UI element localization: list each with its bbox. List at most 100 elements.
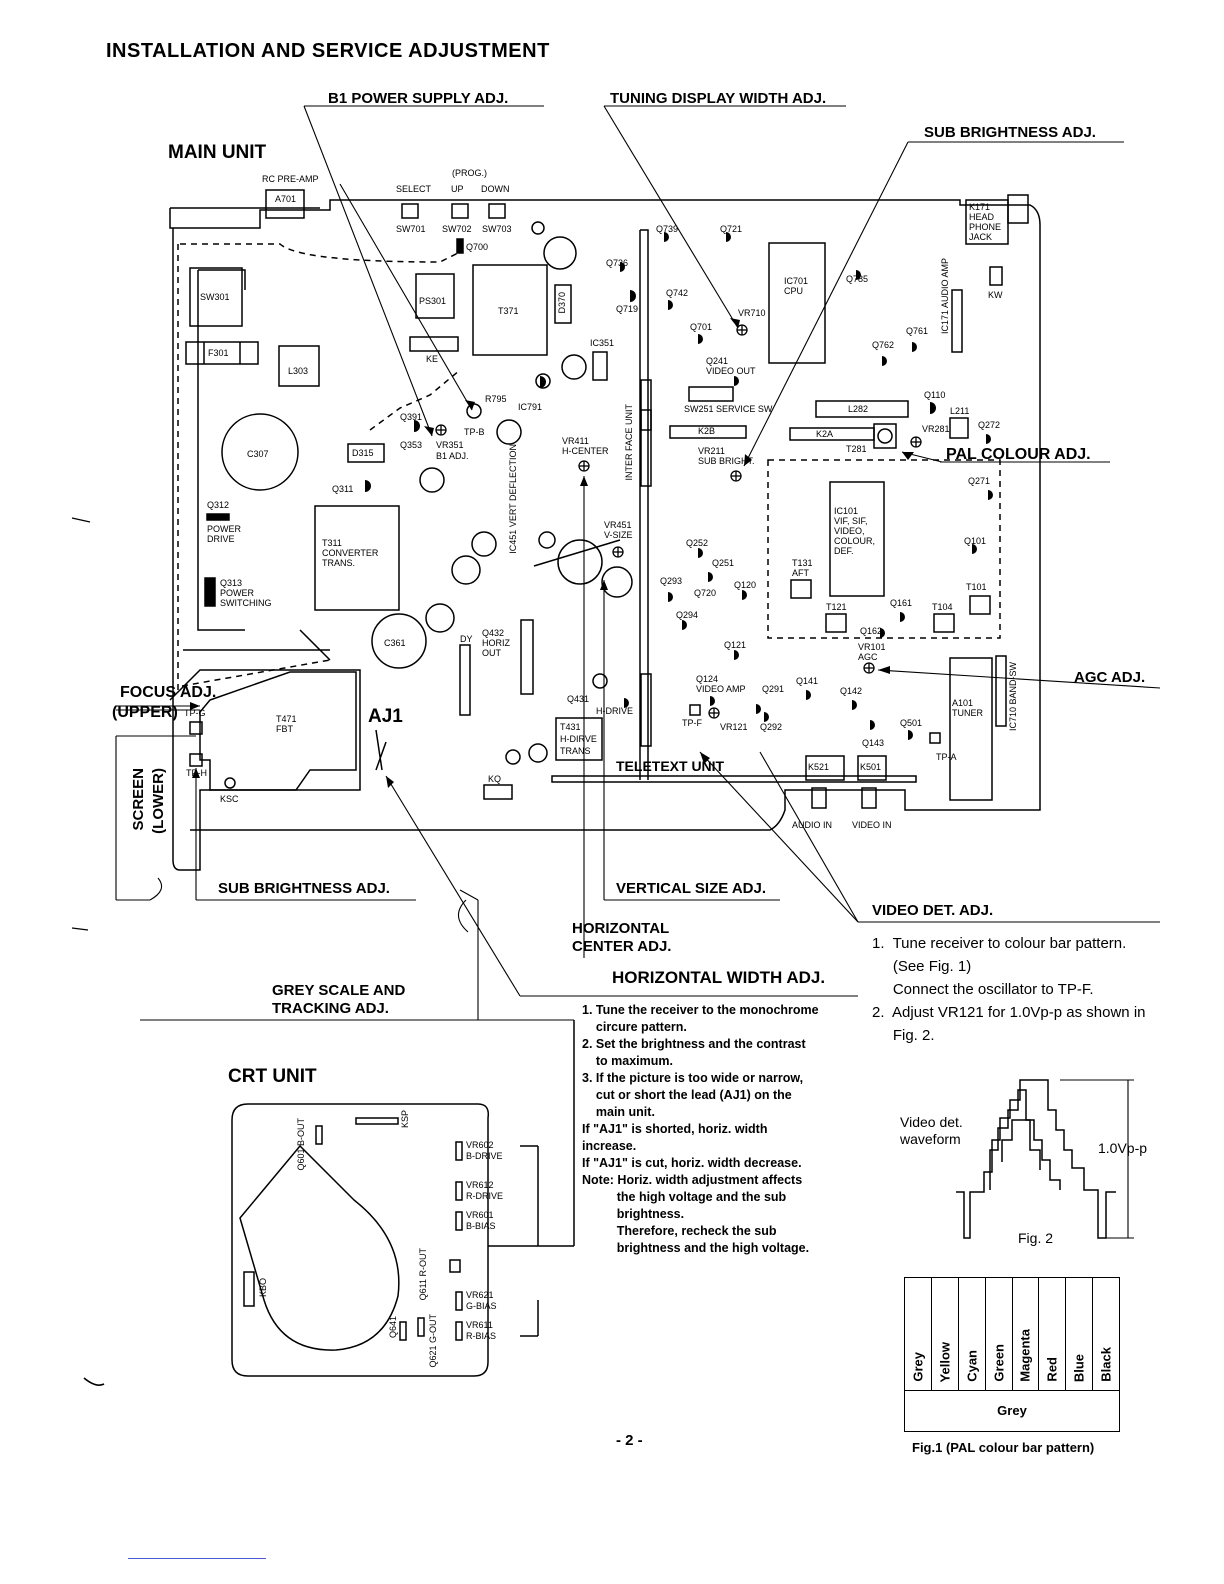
c361-capacitor [371,613,427,669]
q601-label: Q601 B-OUT [296,1118,306,1171]
hw-step: the high voltage and the sub [582,1190,787,1204]
c307-capacitor [221,413,299,491]
footer-link-underline [128,1558,266,1559]
q611-label: Q611 R-OUT [418,1248,428,1301]
d315-label: D315 [352,448,374,458]
vr101-label: VR101 [858,642,886,652]
l303-label: L303 [288,366,309,376]
q762-label: Q762 [872,340,895,350]
q311-label: Q311 [332,484,354,494]
b1-power-adj-label: B1 POWER SUPPLY ADJ. [328,90,509,107]
vr601-label: VR601 [466,1210,494,1220]
k171-label-3: PHONE [969,222,1002,232]
converter-label-2: TRANS. [322,558,356,568]
hw-step: 1. Tune the receiver to the monochrome [582,1003,819,1017]
a701-preamp [265,189,305,219]
aj1-lead [375,729,387,771]
ic101-label-5: DEF. [834,546,854,556]
k521-label: K521 [808,762,830,772]
video-out-label: VIDEO OUT [706,366,756,376]
vd-step: Fig. 2. [872,1027,935,1044]
ic710-label: IC710 BAND-SW [1008,662,1018,732]
q700-label: Q700 [466,242,489,252]
colour-bar-green: Green [986,1278,1013,1390]
upper-label: (UPPER) [112,704,178,721]
f301-label: F301 [208,348,229,358]
vd-step: (See Fig. 1) [872,958,972,975]
crt-unit-title: CRT UNIT [228,1066,317,1087]
ps301 [415,273,455,319]
vertical-size-adj-label: VERTICAL SIZE ADJ. [616,880,767,897]
sub-brightness-adj-top-label: SUB BRIGHTNESS ADJ. [924,124,1096,141]
k171-label-1: K171 [969,202,991,212]
t311-label: T311 [322,538,342,548]
q101-label: Q101 [964,536,987,546]
vr602-label: VR602 [466,1140,494,1150]
q162-label: Q162 [860,626,883,636]
ke-label: KE [426,354,439,364]
q292-label: Q292 [760,722,783,732]
prog-label: (PROG.) [452,168,487,178]
b-bias-label: B-BIAS [466,1221,496,1231]
q120-label: Q120 [734,580,757,590]
a101-label-1: A101 [952,698,974,708]
t371-label: T371 [498,306,519,316]
t104-label: T104 [932,602,953,612]
aj1-label: AJ1 [368,706,403,727]
horiz-out-label-1: HORIZ [482,638,510,648]
up-label: UP [451,184,464,194]
horiz-out-label-2: OUT [482,648,501,658]
horizontal-width-instructions: 1. Tune the receiver to the monochrome c… [582,1002,819,1257]
t431-label-2: H-DIRVE [560,734,597,744]
power-drive-label-1: POWER [207,524,242,534]
hw-step: cut or short the lead (AJ1) on the [582,1088,792,1102]
q161-label: Q161 [890,598,913,608]
q142-label: Q142 [840,686,863,696]
power-switching-label-2: SWITCHING [220,598,272,608]
a101-label-2: TUNER [952,708,983,718]
vr710-label: VR710 [738,308,766,318]
hw-step: If "AJ1" is cut, horiz. width decrease. [582,1156,802,1170]
hw-step: brightness. [582,1207,685,1221]
ic101-label-1: IC101 [834,506,859,516]
colour-bar-grey-bottom: Grey [997,1403,1027,1418]
t281-label: T281 [846,444,867,454]
hw-step: 2. Set the brightness and the contrast [582,1037,806,1051]
grey-scale-adj-label-1: GREY SCALE AND [272,982,406,999]
vr451-label: VR451 [604,520,632,530]
hw-step: to maximum. [582,1054,673,1068]
sw702-label: SW702 [442,224,472,234]
dy-label: DY [460,634,473,644]
q141-label: Q141 [796,676,819,686]
q621-label: Q621 G-OUT [428,1314,438,1368]
colour-bar-cyan: Cyan [959,1278,986,1390]
q391-label: Q391 [400,412,423,422]
power-switching-label-1: POWER [220,588,255,598]
audio-in-label: AUDIO IN [792,820,833,830]
main-board-outline [169,199,1041,871]
interface-unit-label: INTER FACE UNIT [624,404,634,481]
aft-label: AFT [792,568,809,578]
q720-label: Q720 [694,588,717,598]
b-drive-label: B-DRIVE [466,1151,503,1161]
q785-label: Q785 [846,274,869,284]
c307-label: C307 [247,449,269,459]
t471-fbt [199,671,357,791]
r795-label: R795 [485,394,507,404]
hw-step: main unit. [582,1105,655,1119]
hw-step: Therefore, recheck the sub [582,1224,777,1238]
agc-small-label: AGC [858,652,878,662]
sub-brightness-adj-bottom-label: SUB BRIGHTNESS ADJ. [218,880,390,897]
fig2-caption: Fig. 2 [1018,1230,1054,1246]
q312-label: Q312 [207,500,230,510]
b1adj-label: B1 ADJ. [436,451,469,461]
ic451-label: IC451 VERT DEFLECTION [508,444,518,554]
ksc-label: KSC [220,794,239,804]
a101-tuner [949,657,993,801]
cpu-label: CPU [784,286,804,296]
v-size-label: V-SIZE [604,530,633,540]
down-label: DOWN [481,184,510,194]
ksp-label: KSP [400,1110,410,1129]
horizontal-width-adj-label: HORIZONTAL WIDTH ADJ. [612,968,826,987]
hw-step: Note: Horiz. width adjustment affects [582,1173,803,1187]
